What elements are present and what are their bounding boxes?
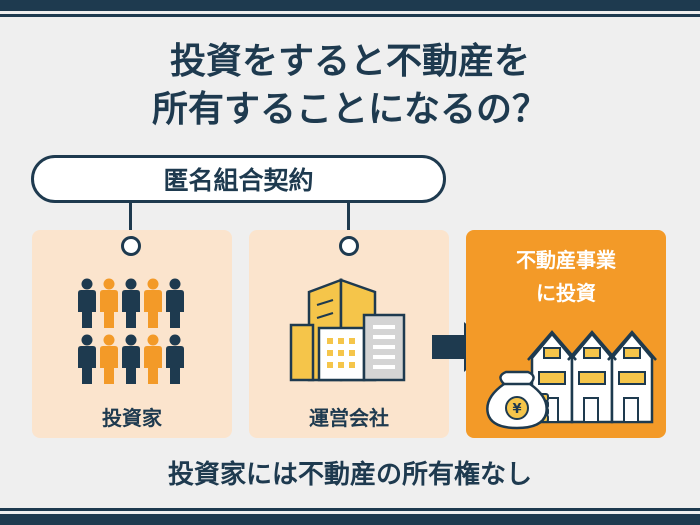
bottom-border-line xyxy=(0,508,700,511)
top-border-line xyxy=(0,14,700,17)
contract-pill: 匿名組合契約 xyxy=(31,155,446,203)
buildings-icon xyxy=(289,278,406,382)
investors-label: 投資家 xyxy=(102,406,162,430)
company-box: 運営会社 xyxy=(249,230,449,438)
bottom-border-band xyxy=(0,514,700,525)
title-line-1: 投資をすると不動産を xyxy=(169,41,530,82)
money-bag-icon: ¥ xyxy=(486,370,548,430)
contract-label: 匿名組合契約 xyxy=(163,166,314,195)
business-title-line-1: 不動産事業 xyxy=(516,248,616,272)
footer-text: 投資家には不動産の所有権なし xyxy=(167,460,532,490)
investors-box: 投資家 xyxy=(32,230,232,438)
connector-company xyxy=(347,203,350,238)
investors-row-1 xyxy=(78,278,184,328)
business-title: 不動産事業 に投資 xyxy=(466,244,666,310)
houses-icon xyxy=(527,330,657,424)
connector-investors xyxy=(129,203,132,238)
ring-investors xyxy=(121,236,141,256)
ring-company xyxy=(339,236,359,256)
company-label: 運営会社 xyxy=(309,406,389,430)
title-line-2: 所有することになるの？ xyxy=(151,89,548,130)
business-box: 不動産事業 に投資 xyxy=(466,230,666,438)
yen-symbol: ¥ xyxy=(512,402,521,417)
top-border-band xyxy=(0,0,700,11)
real-estate-investment-icon: ¥ xyxy=(486,330,657,430)
business-title-line-2: に投資 xyxy=(536,281,596,305)
page-title: 投資をすると不動産を 所有することになるの？ xyxy=(0,38,700,134)
investors-row-2 xyxy=(78,334,184,384)
